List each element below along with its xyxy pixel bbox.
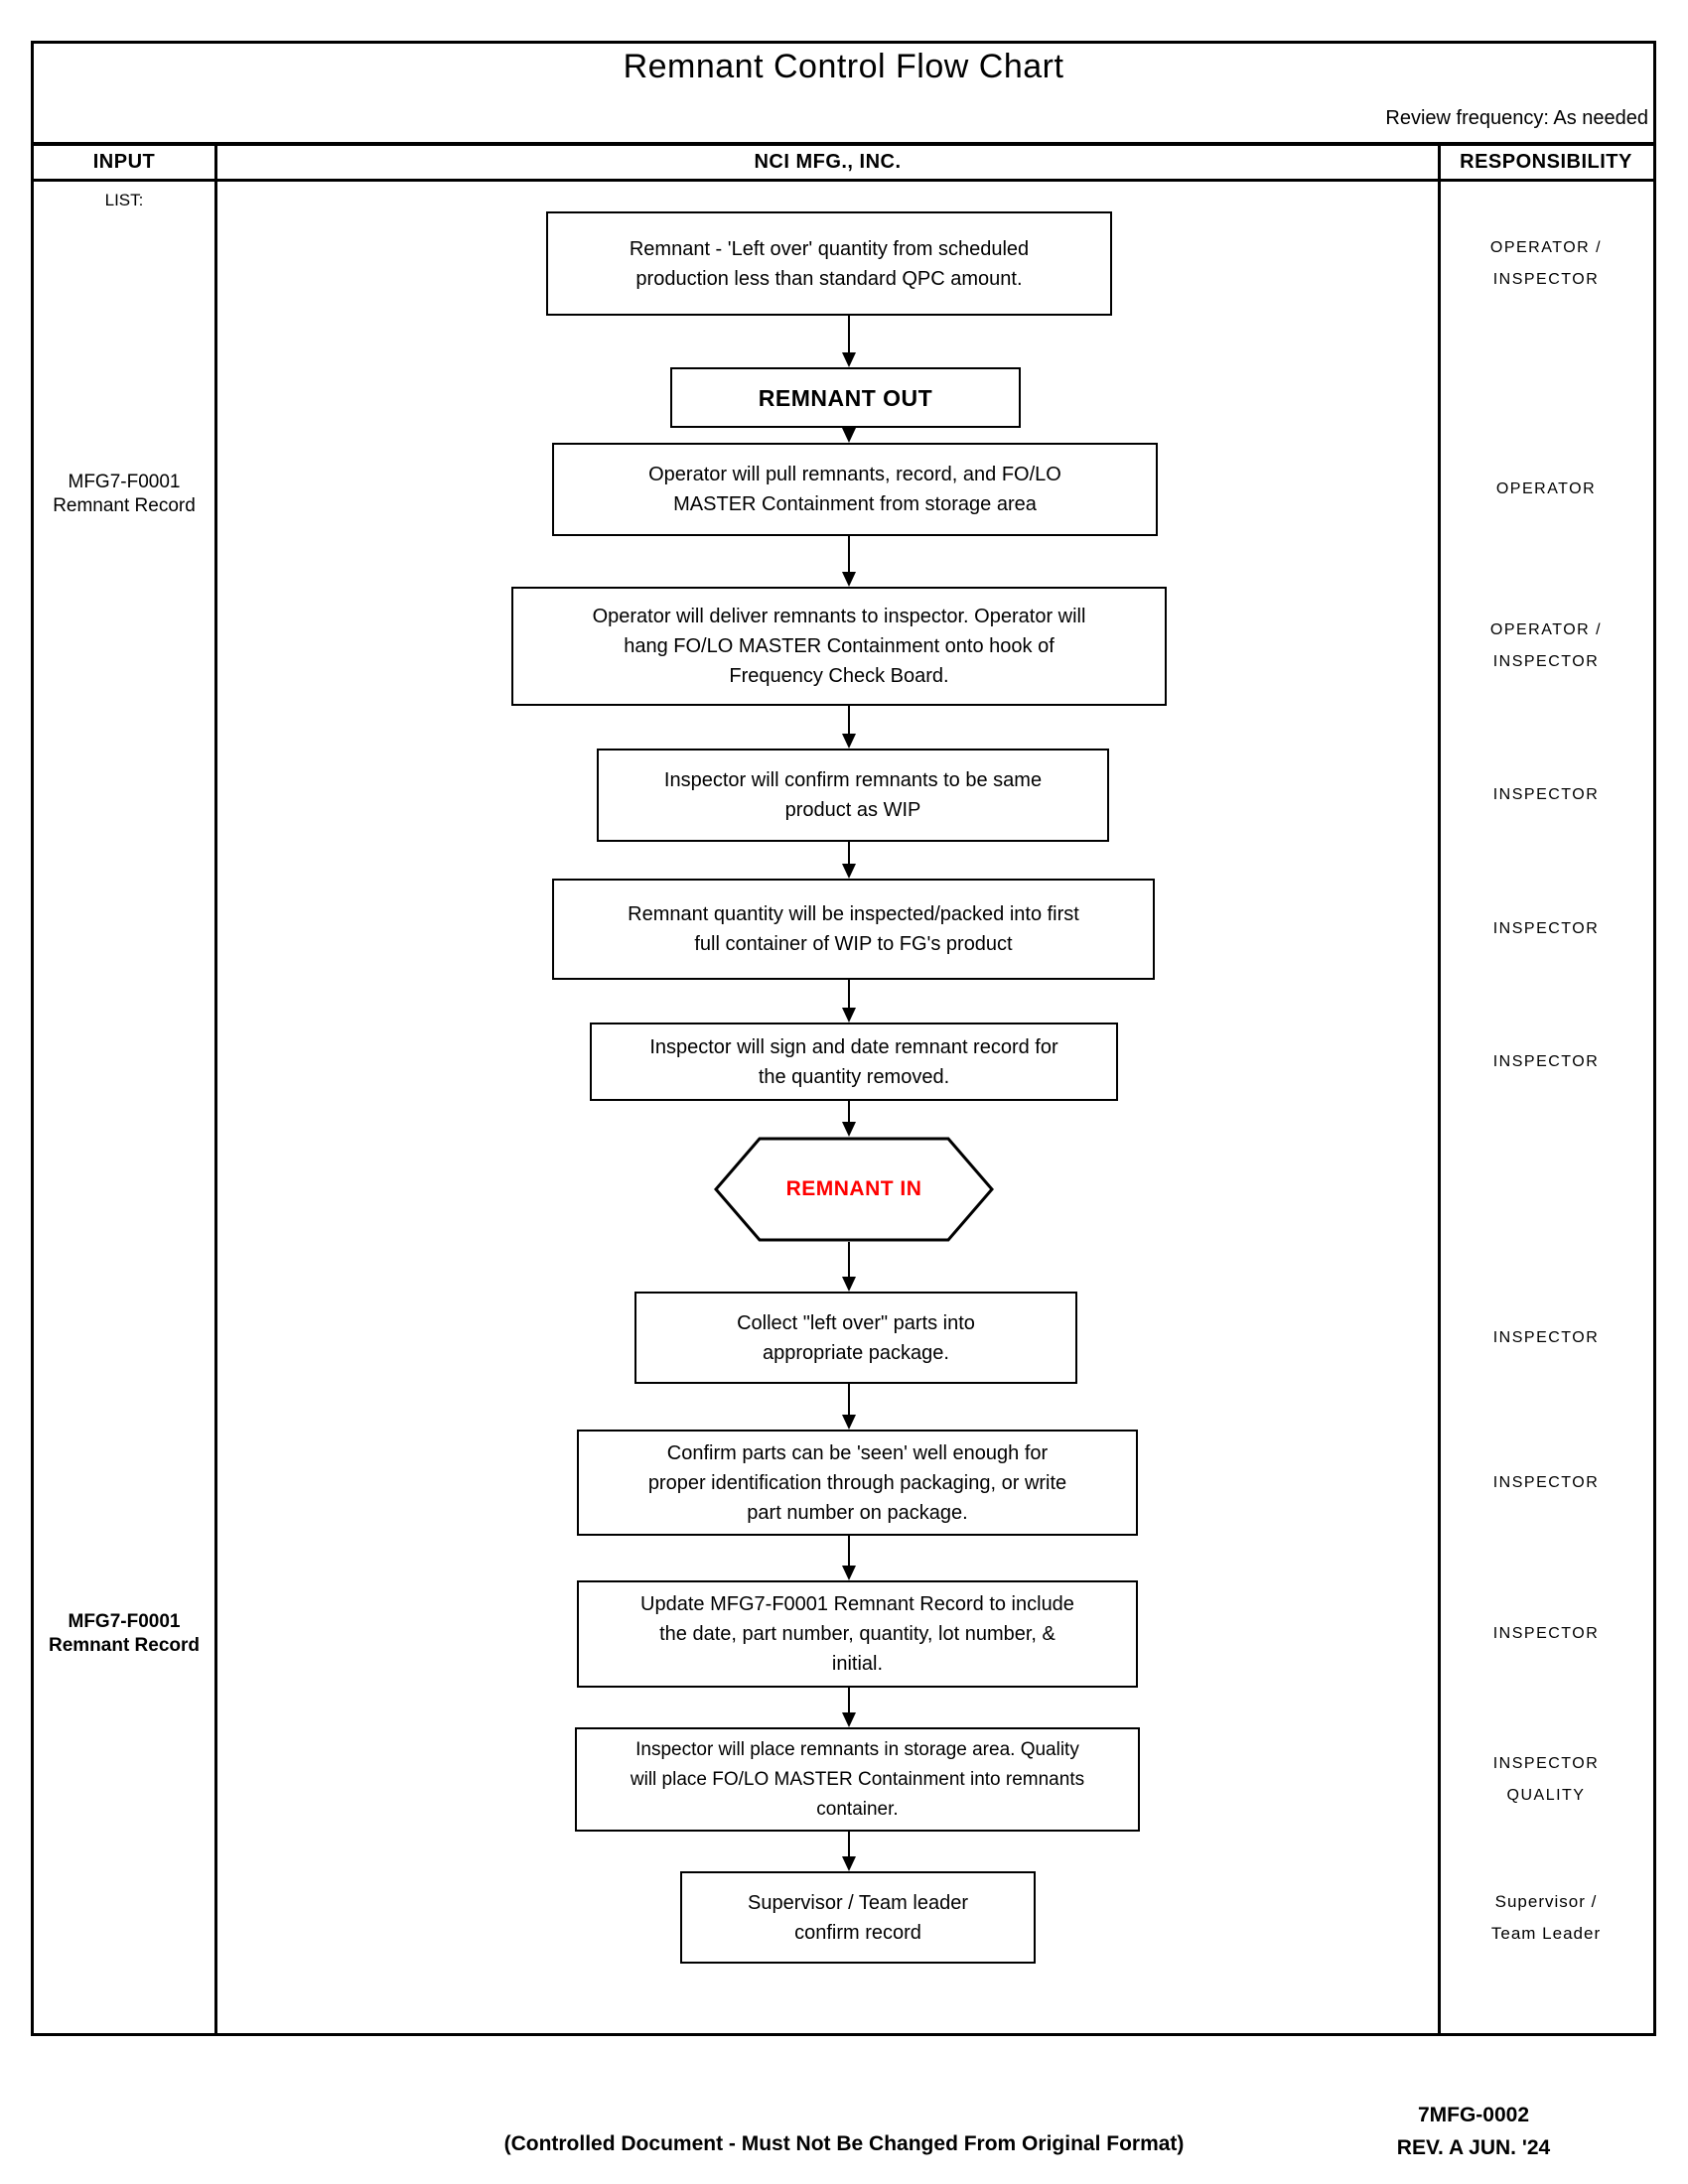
- document-number: 7MFG-0002: [1417, 2104, 1530, 2126]
- flow-arrow: [842, 316, 856, 367]
- flow-step-confirm-visibility: Confirm parts can be 'seen' well enough …: [577, 1430, 1138, 1536]
- flow-step-supervisor-confirm: Supervisor / Team leader confirm record: [680, 1871, 1036, 1964]
- responsibility-label: INSPECTOR: [1492, 1328, 1600, 1346]
- document-revision: REV. A JUN. '24: [1396, 2136, 1551, 2159]
- flow-arrow: [842, 536, 856, 587]
- hexagon-shape: [714, 1137, 994, 1242]
- flow-step-definition: Remnant - 'Left over' quantity from sche…: [546, 211, 1112, 316]
- responsibility-label: Supervisor / Team Leader: [1490, 1891, 1602, 1943]
- flow-arrow: [842, 1688, 856, 1727]
- responsibility-label: INSPECTOR: [1492, 1052, 1600, 1070]
- document-id-block: 7MFG-0002 REV. A JUN. '24: [1368, 2099, 1579, 2164]
- flow-step-collect-parts: Collect "left over" parts into appropria…: [634, 1292, 1077, 1384]
- column-divider-left: [214, 142, 217, 2033]
- input-list-label: LIST:: [104, 191, 144, 209]
- flow-step-confirm-product: Inspector will confirm remnants to be sa…: [597, 749, 1109, 842]
- input-record-ref-top: MFG7-F0001 Remnant Record: [53, 472, 196, 516]
- flow-step-deliver-remnants: Operator will deliver remnants to inspec…: [511, 587, 1167, 706]
- column-header-responsibility: RESPONSIBILITY: [1460, 150, 1632, 173]
- flow-step-inspect-pack: Remnant quantity will be inspected/packe…: [552, 879, 1155, 980]
- column-divider-right: [1438, 142, 1441, 2033]
- column-header-company: NCI MFG., INC.: [754, 150, 902, 173]
- responsibility-label: INSPECTOR QUALITY: [1492, 1754, 1600, 1804]
- responsibility-label: OPERATOR: [1495, 480, 1597, 497]
- responsibility-label: OPERATOR / INSPECTOR: [1489, 621, 1603, 670]
- flow-arrow: [842, 842, 856, 879]
- responsibility-label: OPERATOR / INSPECTOR: [1489, 238, 1603, 288]
- page-title: Remnant Control Flow Chart: [623, 48, 1064, 85]
- responsibility-label: INSPECTOR: [1492, 1625, 1600, 1642]
- flow-step-remnant-in: REMNANT IN: [714, 1137, 994, 1242]
- flow-arrow: [842, 1536, 856, 1580]
- flow-step-sign-date: Inspector will sign and date remnant rec…: [590, 1023, 1118, 1101]
- flow-arrow: [842, 1101, 856, 1137]
- input-record-ref-bottom: MFG7-F0001 Remnant Record: [48, 1611, 201, 1656]
- header-top-rule: [31, 142, 1656, 146]
- flow-step-pull-remnants: Operator will pull remnants, record, and…: [552, 443, 1158, 536]
- table-outer-border: [31, 41, 1656, 2036]
- responsibility-label: INSPECTOR: [1492, 786, 1600, 803]
- flow-step-update-record: Update MFG7-F0001 Remnant Record to incl…: [577, 1580, 1138, 1688]
- flow-arrow: [842, 706, 856, 749]
- flow-arrow: [842, 1832, 856, 1871]
- remnant-in-label: REMNANT IN: [785, 1177, 922, 1200]
- controlled-document-note: (Controlled Document - Must Not Be Chang…: [503, 2132, 1185, 2155]
- flow-arrow: [842, 1242, 856, 1292]
- responsibility-label: INSPECTOR: [1492, 1473, 1600, 1491]
- flow-arrow: [842, 980, 856, 1023]
- review-frequency-note: Review frequency: As needed: [1385, 107, 1648, 129]
- flow-step-place-storage: Inspector will place remnants in storage…: [575, 1727, 1140, 1832]
- column-header-input: INPUT: [92, 150, 156, 173]
- flow-arrow: [842, 1384, 856, 1430]
- header-bottom-rule: [31, 179, 1656, 182]
- responsibility-label: INSPECTOR: [1492, 920, 1600, 937]
- flow-step-remnant-out: REMNANT OUT: [670, 367, 1021, 428]
